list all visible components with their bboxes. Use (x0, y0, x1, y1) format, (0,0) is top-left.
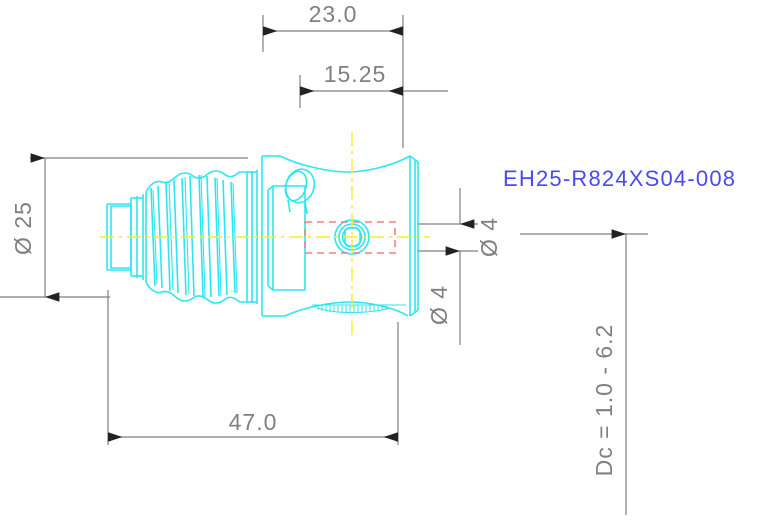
dim-label-diameter-4: Ø 4 (426, 285, 452, 325)
threaded-shank (145, 174, 236, 298)
dim-label-23: 23.0 (309, 1, 358, 27)
part-geometry (106, 155, 419, 317)
part-number-label: EH25-R824XS04-008 (503, 166, 736, 191)
centerlines (100, 132, 430, 340)
clamp-screw-ellipse (284, 168, 316, 215)
head-body (261, 155, 419, 317)
thread-profile-bottom (145, 281, 247, 304)
thread-profile-top (145, 170, 247, 193)
dim-label-diameter-25: Ø 25 (10, 201, 36, 255)
dim-label-47: 47.0 (229, 409, 278, 435)
dim-label-dc-range: Dc = 1.0 - 6.2 (591, 324, 617, 477)
knurl-detail (312, 304, 406, 313)
head-pocket (267, 185, 306, 291)
dim-label-15-25: 15.25 (324, 61, 387, 87)
dim-label-leader-diameter-4: Ø 4 (476, 217, 502, 257)
dimension-lines (0, 15, 648, 515)
